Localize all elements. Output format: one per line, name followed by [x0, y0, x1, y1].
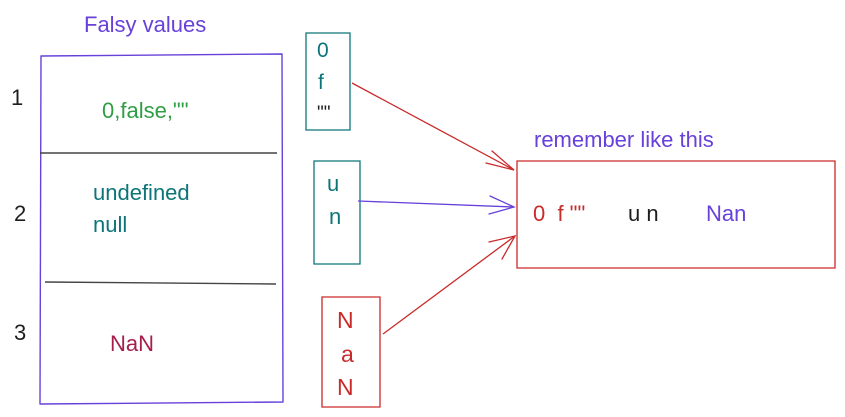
arrow-1-head [485, 150, 515, 171]
box1-letter-quotes: "" [317, 103, 331, 124]
box3-letter-a: a [341, 341, 354, 367]
summary-part-2: u n [628, 201, 659, 226]
diagram-title: Falsy values [84, 12, 207, 37]
box1-letter-f: f [318, 71, 324, 94]
box1-letter-0: 0 [317, 39, 329, 62]
arrow-3-head [488, 235, 517, 260]
row-number-2: 2 [14, 201, 27, 226]
summary-part-1: 0 f "" [533, 201, 586, 226]
box3-letter-N2: N [337, 374, 354, 400]
row-3-text: NaN [110, 331, 155, 356]
row-number-1: 1 [11, 85, 24, 110]
mnemonic-box-3-border [321, 296, 381, 408]
summary-box-border [516, 160, 836, 269]
arrow-2-line [357, 200, 515, 208]
box2-letter-u: u [327, 171, 340, 196]
falsy-table-border [39, 53, 284, 405]
row-1-text: 0,false,"" [102, 98, 189, 123]
summary-label: remember like this [534, 127, 714, 152]
row-number-3: 3 [14, 320, 27, 345]
row-2-text-undefined: undefined [93, 180, 190, 205]
row-2-text-null: null [93, 212, 128, 237]
arrow-3-line [382, 235, 516, 335]
arrow-2-head [488, 195, 516, 215]
mnemonic-box-2-border [313, 160, 361, 265]
mnemonic-box-1-border [305, 32, 351, 131]
row-divider-2 [44, 281, 277, 285]
arrow-1-line [351, 82, 515, 171]
box2-letter-n: n [329, 204, 342, 229]
summary-part-3: Nan [706, 201, 747, 226]
box3-letter-N1: N [337, 307, 354, 333]
